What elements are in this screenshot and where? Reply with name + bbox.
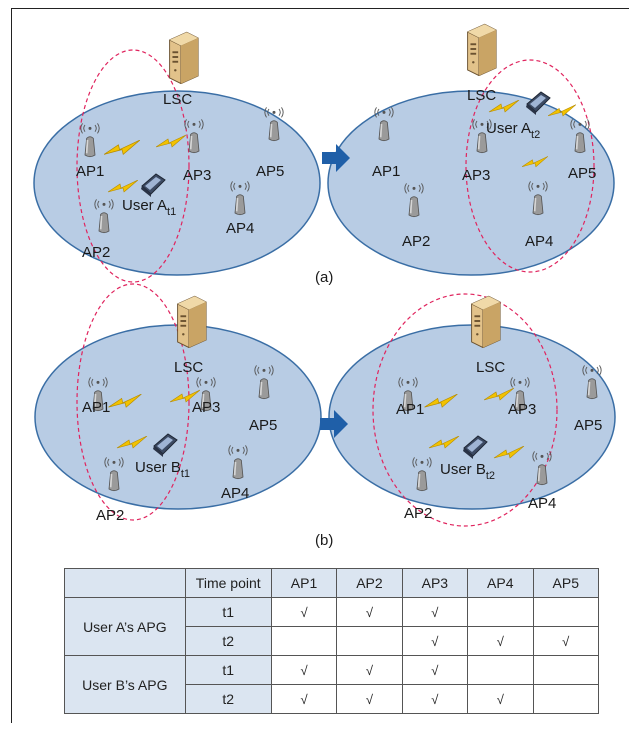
apg-boundary-a-t2	[465, 59, 595, 273]
time-point-cell: t1	[184, 597, 272, 627]
panel-b: LSC LSC AP1 AP3 AP5 AP4 AP2 User Bt1 AP1…	[34, 283, 616, 549]
ap1-label: AP1	[76, 163, 104, 180]
ap3-label: AP3	[192, 399, 220, 416]
lsc-label: LSC	[174, 359, 203, 376]
check-cell: √	[270, 655, 338, 685]
check-cell: √	[336, 655, 403, 685]
lsc-label: LSC	[476, 359, 505, 376]
header-cell-ap1: AP1	[270, 568, 338, 598]
lsc-cell-a-right	[327, 90, 615, 276]
header-cell-ap2: AP2	[336, 568, 403, 598]
ap5-label: AP5	[574, 417, 602, 434]
check-cell	[336, 626, 403, 656]
header-cell-time-point: Time point	[184, 568, 272, 598]
time-point-cell: t1	[184, 655, 272, 685]
check-cell	[467, 655, 534, 685]
table-row: User B’s APG t1 √ √ √	[64, 655, 599, 714]
lsc-cell-b-right	[328, 324, 616, 510]
check-cell: √	[401, 597, 469, 627]
check-cell	[532, 597, 599, 627]
panel-b-caption: (b)	[315, 532, 333, 549]
ap5-label: AP5	[256, 163, 284, 180]
group-label-user-a: User A’s APG	[64, 597, 186, 656]
check-cell: √	[532, 626, 599, 656]
transition-arrow-icon	[322, 144, 350, 172]
check-cell: √	[401, 626, 469, 656]
apg-boundary-b-t2	[372, 293, 558, 527]
ap4-label: AP4	[528, 495, 556, 512]
panel-a-caption: (a)	[315, 269, 333, 286]
check-cell	[467, 597, 534, 627]
ap4-label: AP4	[226, 220, 254, 237]
transition-arrow-icon	[320, 410, 348, 438]
ap3-label: AP3	[462, 167, 490, 184]
check-cell: √	[270, 597, 338, 627]
table-row: t2 √ √ √	[65, 626, 599, 656]
header-cell-blank	[64, 568, 186, 598]
header-cell-ap5: AP5	[532, 568, 599, 598]
check-cell: √	[467, 684, 534, 714]
table-header-row: Time point AP1 AP2 AP3 AP4 AP5	[64, 568, 599, 598]
check-cell: √	[467, 626, 534, 656]
ap5-label: AP5	[568, 165, 596, 182]
header-cell-ap4: AP4	[467, 568, 534, 598]
apg-diagram: LSC LSC AP1 AP3 AP5 AP4 AP2 User At1 AP1…	[33, 23, 616, 549]
apg-boundary-b-t1	[76, 283, 190, 521]
ap4-label: AP4	[221, 485, 249, 502]
check-cell: √	[270, 684, 338, 714]
header-cell-ap3: AP3	[401, 568, 469, 598]
ap2-label: AP2	[82, 244, 110, 261]
ap1-label: AP1	[396, 401, 424, 418]
lsc-label: LSC	[163, 91, 192, 108]
lsc-server-icon	[471, 295, 501, 348]
lsc-cell-a-left	[33, 90, 321, 276]
check-cell: √	[336, 684, 403, 714]
table-row: User A’s APG t1 √ √ √	[64, 597, 599, 656]
user-a-t2-label: User At2	[486, 120, 540, 141]
time-point-cell: t2	[184, 626, 272, 656]
apg-boundary-a-t1	[76, 49, 190, 283]
ap2-label: AP2	[404, 505, 432, 522]
lsc-server-icon	[177, 295, 207, 348]
figure-frame	[11, 8, 629, 723]
ap5-label: AP5	[249, 417, 277, 434]
lsc-label: LSC	[467, 87, 496, 104]
check-cell	[532, 684, 599, 714]
lsc-server-icon	[467, 23, 497, 76]
ap3-label: AP3	[508, 401, 536, 418]
ap1-label: AP1	[82, 399, 110, 416]
group-label-user-b: User B’s APG	[64, 655, 186, 714]
check-cell: √	[401, 684, 469, 714]
user-a-t1-label: User At1	[122, 197, 176, 218]
ap3-label: AP3	[183, 167, 211, 184]
user-b-t2-label: User Bt2	[440, 461, 495, 482]
check-cell	[532, 655, 599, 685]
check-cell	[270, 626, 338, 656]
apg-table: Time point AP1 AP2 AP3 AP4 AP5 User A’s …	[64, 568, 599, 714]
check-cell: √	[336, 597, 403, 627]
ap2-label: AP2	[402, 233, 430, 250]
panel-a: LSC LSC AP1 AP3 AP5 AP4 AP2 User At1 AP1…	[33, 23, 615, 286]
ap2-label: AP2	[96, 507, 124, 524]
table-row: t2 √ √ √ √	[65, 684, 599, 714]
user-b-t1-label: User Bt1	[135, 459, 190, 480]
ap1-label: AP1	[372, 163, 400, 180]
lsc-server-icon	[169, 31, 199, 84]
check-cell: √	[401, 655, 469, 685]
ap4-label: AP4	[525, 233, 553, 250]
time-point-cell: t2	[184, 684, 272, 714]
